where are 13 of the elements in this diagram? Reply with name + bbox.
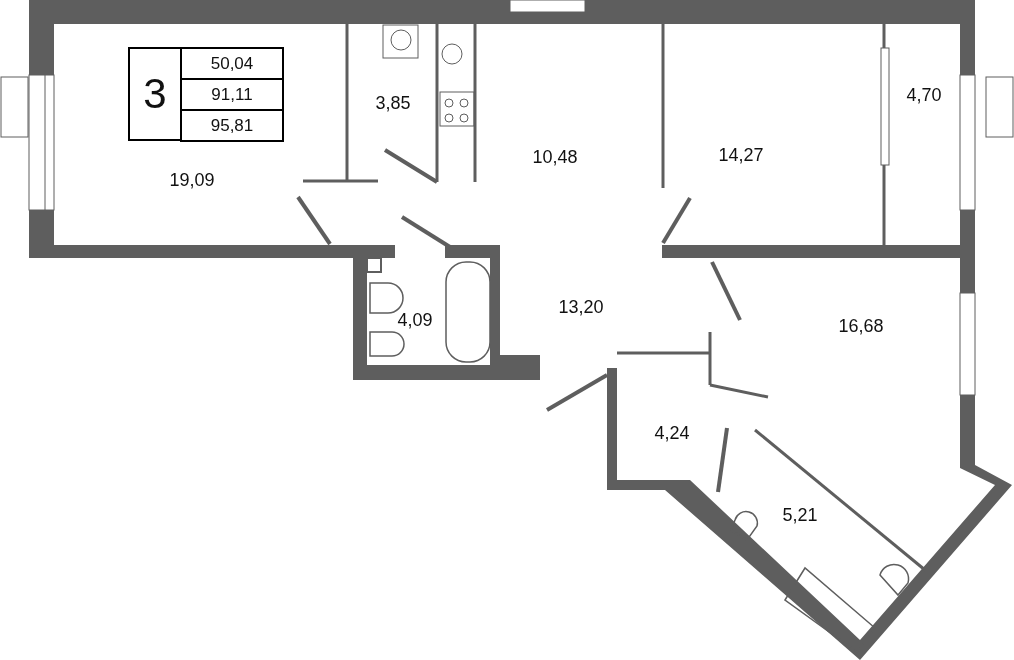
room-area-label: 14,27 xyxy=(718,146,764,164)
room-area-label: 13,20 xyxy=(558,298,604,316)
room-area-label: 4,24 xyxy=(654,424,690,442)
room-area-label: 16,68 xyxy=(838,317,884,335)
room-area-label: 4,09 xyxy=(397,311,433,329)
room-area-label: 3,85 xyxy=(375,94,411,112)
area-value-cell: 95,81 xyxy=(180,109,284,142)
area-value-cell: 50,04 xyxy=(180,47,284,80)
room-area-label: 19,09 xyxy=(169,171,215,189)
room-area-label: 4,70 xyxy=(906,86,942,104)
room-area-label: 5,21 xyxy=(782,506,818,524)
room-area-label: 10,48 xyxy=(532,148,578,166)
room-count-cell: 3 xyxy=(128,47,182,141)
